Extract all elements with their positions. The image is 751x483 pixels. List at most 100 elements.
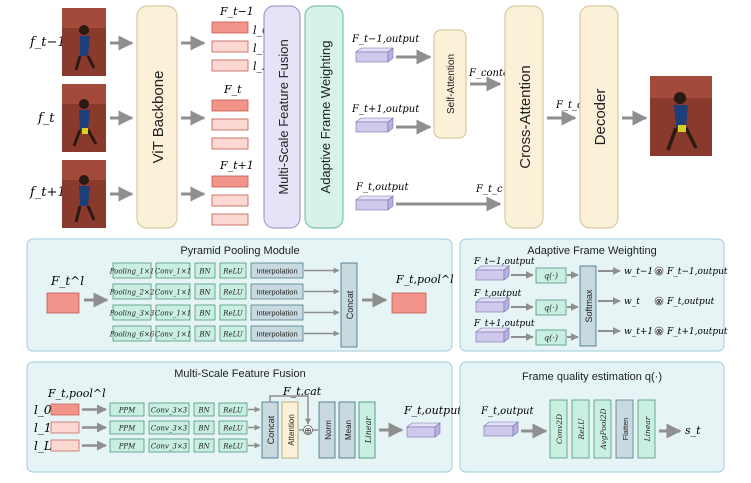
ppm-title: Pyramid Pooling Module (180, 245, 299, 257)
self-attention-label: Self-Attention (446, 54, 457, 114)
afw-q-1 (535, 299, 567, 316)
afw-input-label-0: F_t−1,output (473, 257, 535, 267)
ppm-relu-3-label: ReLU (222, 331, 244, 339)
ftc-label-cross: F_t_c (475, 184, 503, 195)
msff-ppm-2-label: PPM (118, 443, 136, 451)
afw-input-block-0 (475, 269, 505, 281)
fqe-layer-label-3: Flatten (621, 418, 630, 441)
fqe-layer-4 (637, 399, 656, 459)
msff-level-block-1 (50, 421, 80, 434)
ppm-pooling-1 (112, 283, 152, 300)
fqe-layer-0 (549, 399, 568, 459)
feature-stack-prev: F_t−1 l_0 l_1 l_L (211, 5, 269, 73)
msff-linear-label: Linear (364, 416, 373, 445)
fqe-layer-label-2: AvgPool2D (599, 408, 608, 450)
otimes-symbol: ⊗ (656, 267, 663, 276)
decoder-block (579, 5, 619, 229)
ppm-relu-2-label: ReLU (222, 310, 244, 318)
msff-relu-0-label: ReLU (222, 407, 244, 415)
add-op (303, 425, 313, 435)
afw-weight-label-2: w_t+1 (624, 327, 653, 337)
msff-relu-0 (218, 402, 248, 417)
ppm-interp-3 (250, 325, 304, 342)
ppm-input-block (46, 292, 80, 314)
afw-weight-label-0: w_t−1 (624, 267, 653, 277)
ppm-relu-3 (219, 325, 247, 342)
ppm-bn-3 (194, 325, 216, 342)
afw-input-label-1: F_t,output (473, 289, 522, 299)
output-block-next: F_t+1,output (351, 104, 420, 133)
afw-q-2-label: q(·) (544, 334, 558, 343)
ppm-bn-1 (194, 283, 216, 300)
ppm-interp-2 (250, 304, 304, 321)
msff-level-label-1: l_1 (34, 421, 51, 435)
afw-rows: F_t−1,outputq(·)w_t−1⊗F_t−1,outputF_t,ou… (473, 257, 728, 346)
msff-block (263, 5, 301, 229)
ppm-output-label: F_t,pool^l (395, 273, 454, 286)
msff-relu-2 (218, 438, 248, 453)
msff-ppm-0-label: PPM (118, 407, 136, 415)
input-frame-next (62, 160, 106, 228)
afw-softmax-label: Softmax (584, 289, 594, 323)
ppm-pooling-0 (112, 262, 152, 279)
afw-q-2 (535, 329, 567, 346)
stack-label-next: F_t+1 (219, 159, 254, 172)
afw-q-0 (535, 267, 567, 284)
msff-attention-block (281, 401, 299, 459)
top-pipeline: f_t−1 f_t f_t+1 (29, 5, 712, 229)
afw-input-block-1 (475, 301, 505, 313)
fqe-layer-3 (615, 399, 634, 459)
afw-input-block-top (475, 265, 510, 271)
ppm-bn-2 (194, 304, 216, 321)
ppm-conv-2 (155, 304, 191, 321)
fqe-input-block (483, 425, 514, 437)
ppm-bn-1-label: BN (198, 289, 211, 297)
ppm-relu-1-label: ReLU (222, 289, 244, 297)
msff-relu-2-label: ReLU (222, 443, 244, 451)
ppm-interp-1-label: Interpolation (256, 288, 297, 297)
msff-label: Multi-Scale Feature Fusion (276, 39, 291, 194)
multiply-op (654, 296, 664, 306)
fqe-layer-label-4: Linear (643, 416, 652, 442)
msff-concat-label: Concat (266, 415, 276, 444)
msff-level-block-2 (50, 439, 80, 452)
msff-input-label: F_t,pool^l (47, 387, 106, 400)
afw-title: Adaptive Frame Weighting (527, 245, 656, 257)
ppm-conv-3 (155, 325, 191, 342)
ppm-panel: Pyramid Pooling Module F_t^l Pooling_1×1… (26, 238, 454, 352)
msff-title: Multi-Scale Feature Fusion (174, 368, 305, 380)
msff-norm-block (318, 401, 336, 459)
msff-level-block-0 (50, 403, 80, 416)
afw-q-1-label: q(·) (544, 304, 558, 313)
ppm-interp-1 (250, 283, 304, 300)
msff-conv-0 (148, 402, 190, 417)
afw-output-label-0: F_t−1,output (666, 267, 728, 277)
afw-label: Adaptive Frame Weighting (318, 41, 333, 194)
msff-output-block (406, 426, 436, 438)
msff-ppm-1 (109, 420, 145, 435)
afw-q-0-label: q(·) (544, 272, 558, 281)
fqe-panel: Frame quality estimation q(·) F_t,output… (459, 361, 725, 473)
ppm-conv-3-label: Conv_1×1 (155, 331, 191, 339)
input-frame-prev (62, 8, 106, 76)
ppm-relu-0-label: ReLU (222, 268, 244, 276)
ppm-interp-3-label: Interpolation (256, 330, 297, 339)
otimes-symbol: ⊗ (656, 327, 663, 336)
input-frame-current (62, 84, 106, 152)
afw-input-block-side (503, 265, 510, 281)
fqe-output-label: s_t (685, 424, 701, 437)
afw-weight-label-1: w_t (624, 297, 640, 307)
ppm-bn-3-label: BN (198, 331, 211, 339)
frame-label-prev: f_t−1 (29, 35, 66, 50)
msff-conv-1 (148, 420, 190, 435)
msff-relu-1-label: ReLU (222, 425, 244, 433)
msff-conv-2-label: Conv_3×3 (151, 443, 188, 451)
msff-cat-label: F_t,cat (282, 385, 322, 398)
afw-input-block-2 (475, 331, 505, 343)
msff-mean-label: Mean (344, 420, 353, 440)
ppm-conv-1-label: Conv_1×1 (155, 289, 191, 297)
